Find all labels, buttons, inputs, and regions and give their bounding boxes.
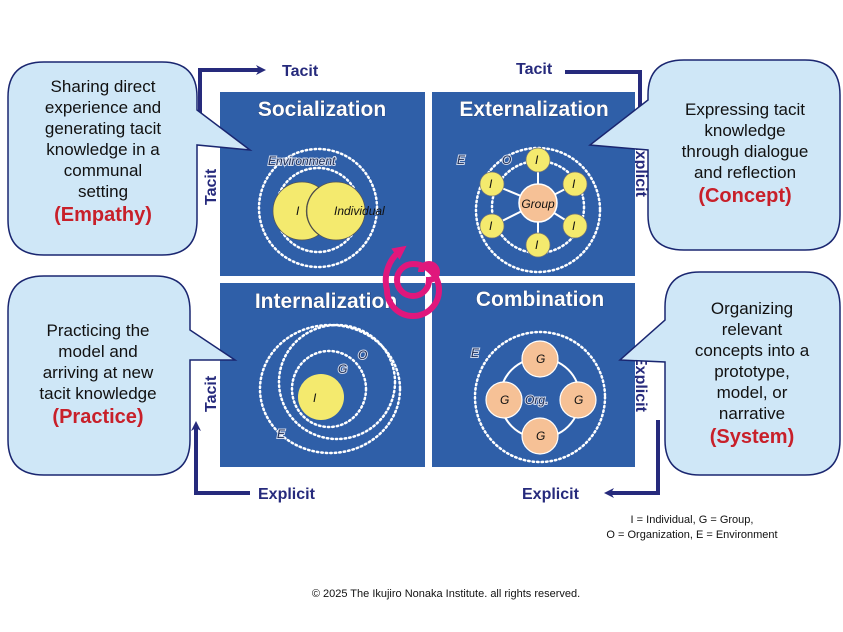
label-g: G <box>536 429 545 443</box>
bubble-externalization <box>588 59 841 251</box>
bubble-text-line: knowledge <box>704 121 785 140</box>
bubble-combination <box>618 271 841 476</box>
internalization-diagram: O G I E <box>258 323 402 455</box>
label-g: G <box>500 393 509 407</box>
bubble-text-line: arriving at new <box>43 363 154 382</box>
bubble-text-line: narrative <box>719 404 785 423</box>
legend-line-1: I = Individual, G = Group, <box>631 514 754 526</box>
bubble-keyword-socialization: (Empathy) <box>54 204 152 226</box>
arrow-bottom-right <box>604 420 660 498</box>
axis-label-top-left: Tacit <box>282 63 319 80</box>
axis-label-bottom-left: Explicit <box>258 486 316 503</box>
label-g: G <box>536 352 545 366</box>
label-i: I <box>572 177 576 191</box>
bubble-text-line: concepts into a <box>695 341 810 360</box>
label-o: O <box>502 153 511 167</box>
axis-label-bottom-right: Explicit <box>522 486 580 503</box>
bubble-text-line: knowledge in a <box>46 140 160 159</box>
axis-label-left-top: Tacit <box>203 168 220 205</box>
bubble-text-line: relevant <box>722 320 783 339</box>
bubble-text-line: setting <box>78 182 128 201</box>
bubble-text-line: through dialogue <box>682 142 809 161</box>
axis-label-right-top: Explicit <box>632 140 649 198</box>
bubble-text-line: communal <box>64 161 142 180</box>
label-i: I <box>572 219 576 233</box>
label-individual-i: I <box>296 204 300 218</box>
spiral-arrow-icon <box>382 245 442 319</box>
bubble-internalization <box>7 275 238 476</box>
label-org: Org. <box>525 393 548 407</box>
bubble-text-line: model, or <box>717 383 788 402</box>
arrow-bottom-left <box>191 421 250 495</box>
label-e: E <box>277 427 286 441</box>
bubble-texts: Sharing direct experience and generating t… <box>39 77 809 448</box>
axis-label-right-bottom: Explicit <box>632 355 649 413</box>
label-i: I <box>313 391 317 405</box>
bubble-text-line: generating tacit <box>45 119 162 138</box>
bubble-socialization <box>7 61 253 256</box>
label-i: I <box>489 219 493 233</box>
bubble-keyword-externalization: (Concept) <box>698 185 791 207</box>
axis-label-left-bottom: Tacit <box>203 375 220 412</box>
title-combination: Combination <box>476 288 604 311</box>
label-individual: Individual <box>334 204 385 218</box>
socialization-diagram: Environment I Individual <box>257 147 385 269</box>
externalization-diagram: E O I I I I I I Group <box>456 146 602 274</box>
title-socialization: Socialization <box>258 98 386 121</box>
bubble-text-line: Organizing <box>711 299 793 318</box>
label-g: G <box>338 362 347 376</box>
copyright: © 2025 The Ikujiro Nonaka Institute. all… <box>312 588 580 600</box>
bubble-text-line: and reflection <box>694 163 796 182</box>
title-internalization: Internalization <box>255 290 397 313</box>
bubble-text-line: prototype, <box>714 362 790 381</box>
label-i: I <box>535 238 539 252</box>
label-g: G <box>574 393 583 407</box>
bubble-text-line: Practicing the <box>47 321 150 340</box>
bubble-text-line: tacit knowledge <box>39 384 156 403</box>
label-e: E <box>457 153 466 167</box>
label-e: E <box>471 346 480 360</box>
bubble-text-line: model and <box>58 342 137 361</box>
label-i: I <box>489 177 493 191</box>
label-environment: Environment <box>268 154 336 168</box>
label-i: I <box>535 153 539 167</box>
combination-diagram: E G G G G Org. <box>470 330 607 464</box>
bubble-text-line: Sharing direct <box>51 77 156 96</box>
bubble-text-line: Expressing tacit <box>685 100 805 119</box>
quadrant-socialization <box>220 92 425 276</box>
axis-label-top-right: Tacit <box>516 61 553 78</box>
label-o: O <box>358 348 367 362</box>
legend-line-2: O = Organization, E = Environment <box>606 529 777 541</box>
bubble-keyword-combination: (System) <box>710 426 794 448</box>
bubble-text-line: experience and <box>45 98 161 117</box>
label-group: Group <box>521 197 555 211</box>
title-externalization: Externalization <box>459 98 608 121</box>
bubble-keyword-internalization: (Practice) <box>52 406 143 428</box>
